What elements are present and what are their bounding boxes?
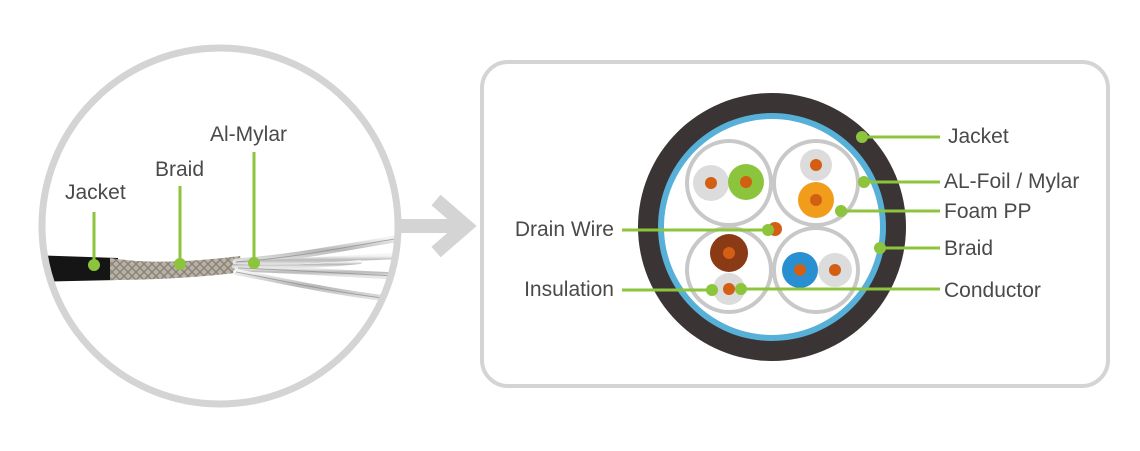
section-label-insulation: Insulation (524, 278, 614, 301)
photo-label-jacket: Jacket (65, 181, 126, 204)
section-label-al-foil: AL-Foil / Mylar (944, 170, 1079, 193)
section-label-jacket: Jacket (948, 125, 1009, 148)
section-label-drain-wire: Drain Wire (515, 218, 614, 241)
pair-top-right (772, 139, 860, 227)
pair-top-left (685, 139, 773, 227)
photo-label-braid: Braid (155, 158, 204, 181)
section-label-foam-pp: Foam PP (944, 200, 1032, 223)
magnifier-fill (42, 48, 398, 404)
photo-label-al-mylar: Al-Mylar (210, 123, 287, 146)
photo-leaders (88, 152, 260, 271)
magnifier-ring (38, 44, 402, 408)
pair-bottom-right (772, 226, 860, 314)
section-label-conductor: Conductor (944, 279, 1041, 302)
section-label-braid: Braid (944, 237, 993, 260)
cross-section-panel: Jacket AL-Foil / Mylar Foam PP Braid Con… (480, 60, 1110, 388)
section-leaders (622, 131, 940, 296)
magnifier-view: Jacket Braid Al-Mylar (38, 44, 402, 408)
pair-bottom-left (685, 226, 773, 314)
arrow-icon (400, 194, 477, 258)
